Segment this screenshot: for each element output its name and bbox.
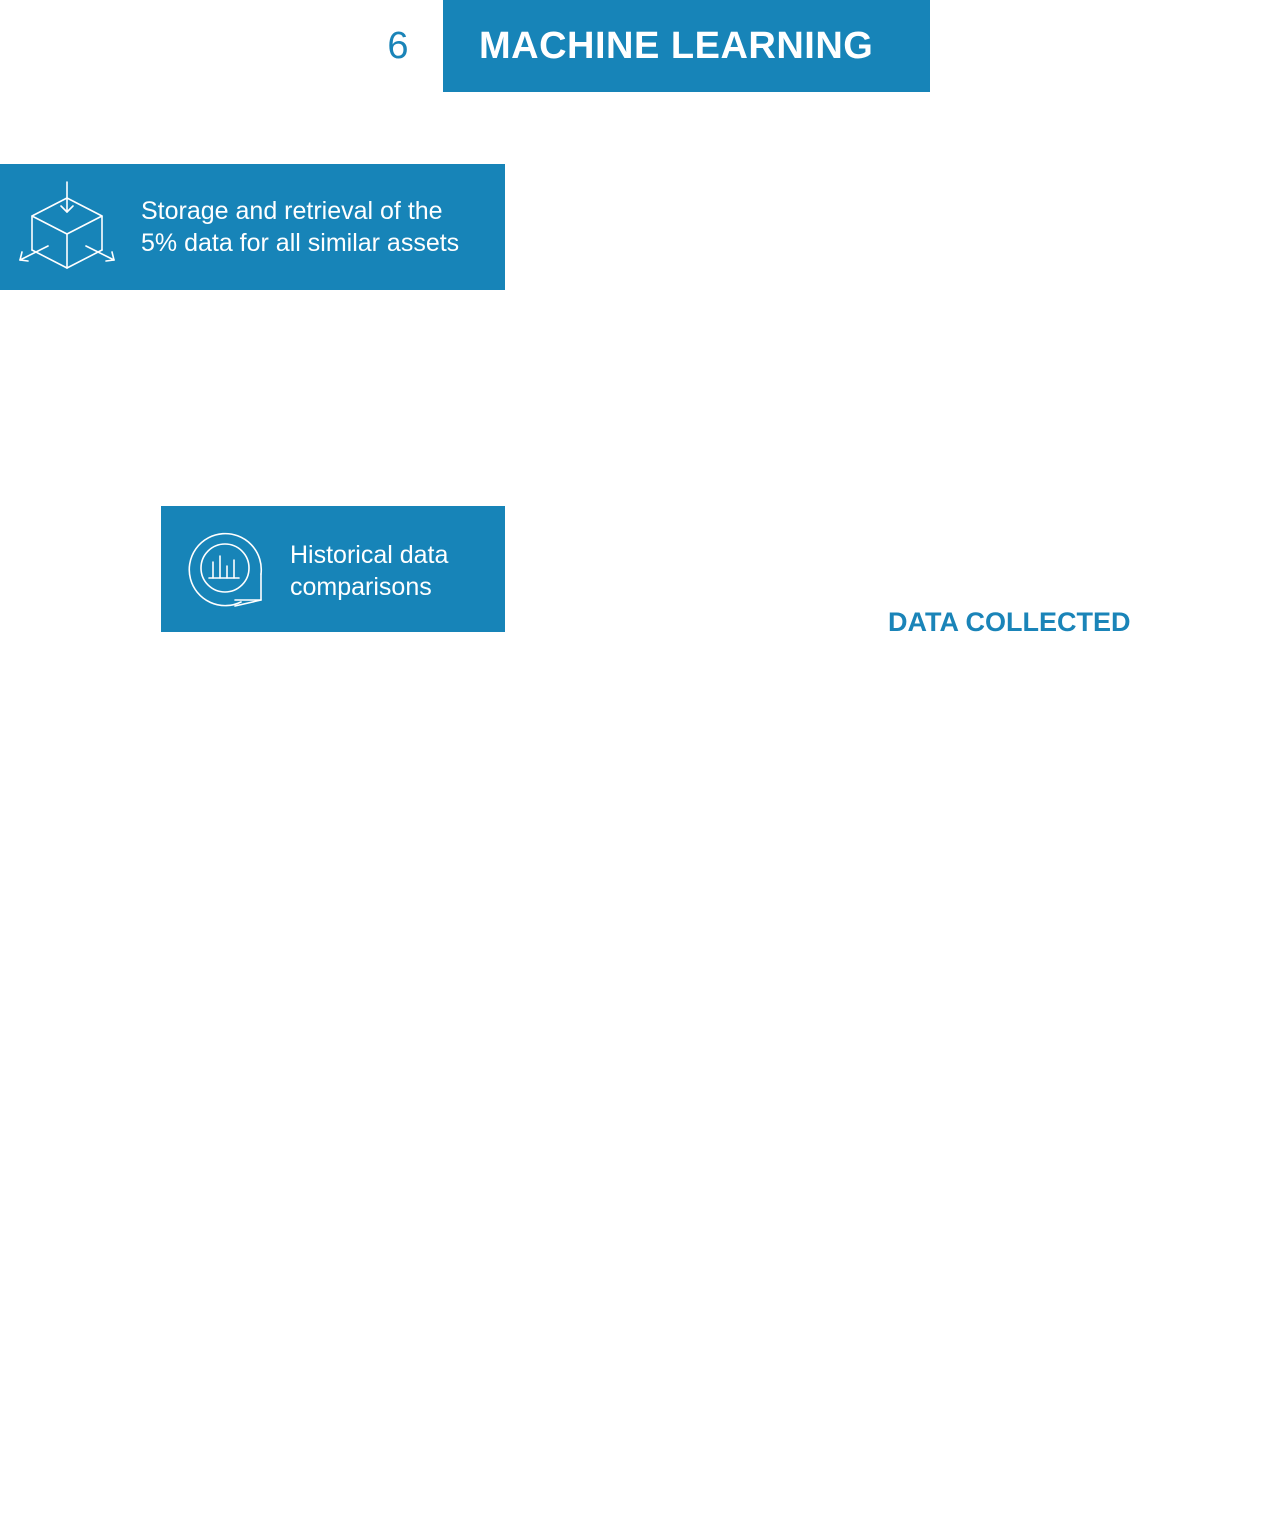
historical-comparisons-text: Historical data comparisons: [290, 539, 500, 603]
history-line-2: comparisons: [290, 573, 432, 601]
data-collected-label: DATA COLLECTED: [888, 607, 1131, 637]
header-bar: MACHINE LEARNING: [443, 0, 930, 92]
header-title: MACHINE LEARNING: [479, 24, 874, 67]
step-number: 6: [387, 25, 409, 67]
storage-retrieval-box: Storage and retrieval of the 5% data for…: [0, 164, 505, 290]
cube-storage-icon: [19, 181, 115, 269]
storage-line-1: Storage and retrieval of the: [141, 197, 443, 225]
history-chart-icon: [188, 532, 263, 607]
storage-line-2: 5% data for all similar assets: [141, 229, 460, 257]
historical-comparisons-box: Historical data comparisons: [161, 506, 505, 632]
storage-retrieval-text: Storage and retrieval of the 5% data for…: [141, 195, 501, 259]
history-line-1: Historical data: [290, 541, 449, 569]
